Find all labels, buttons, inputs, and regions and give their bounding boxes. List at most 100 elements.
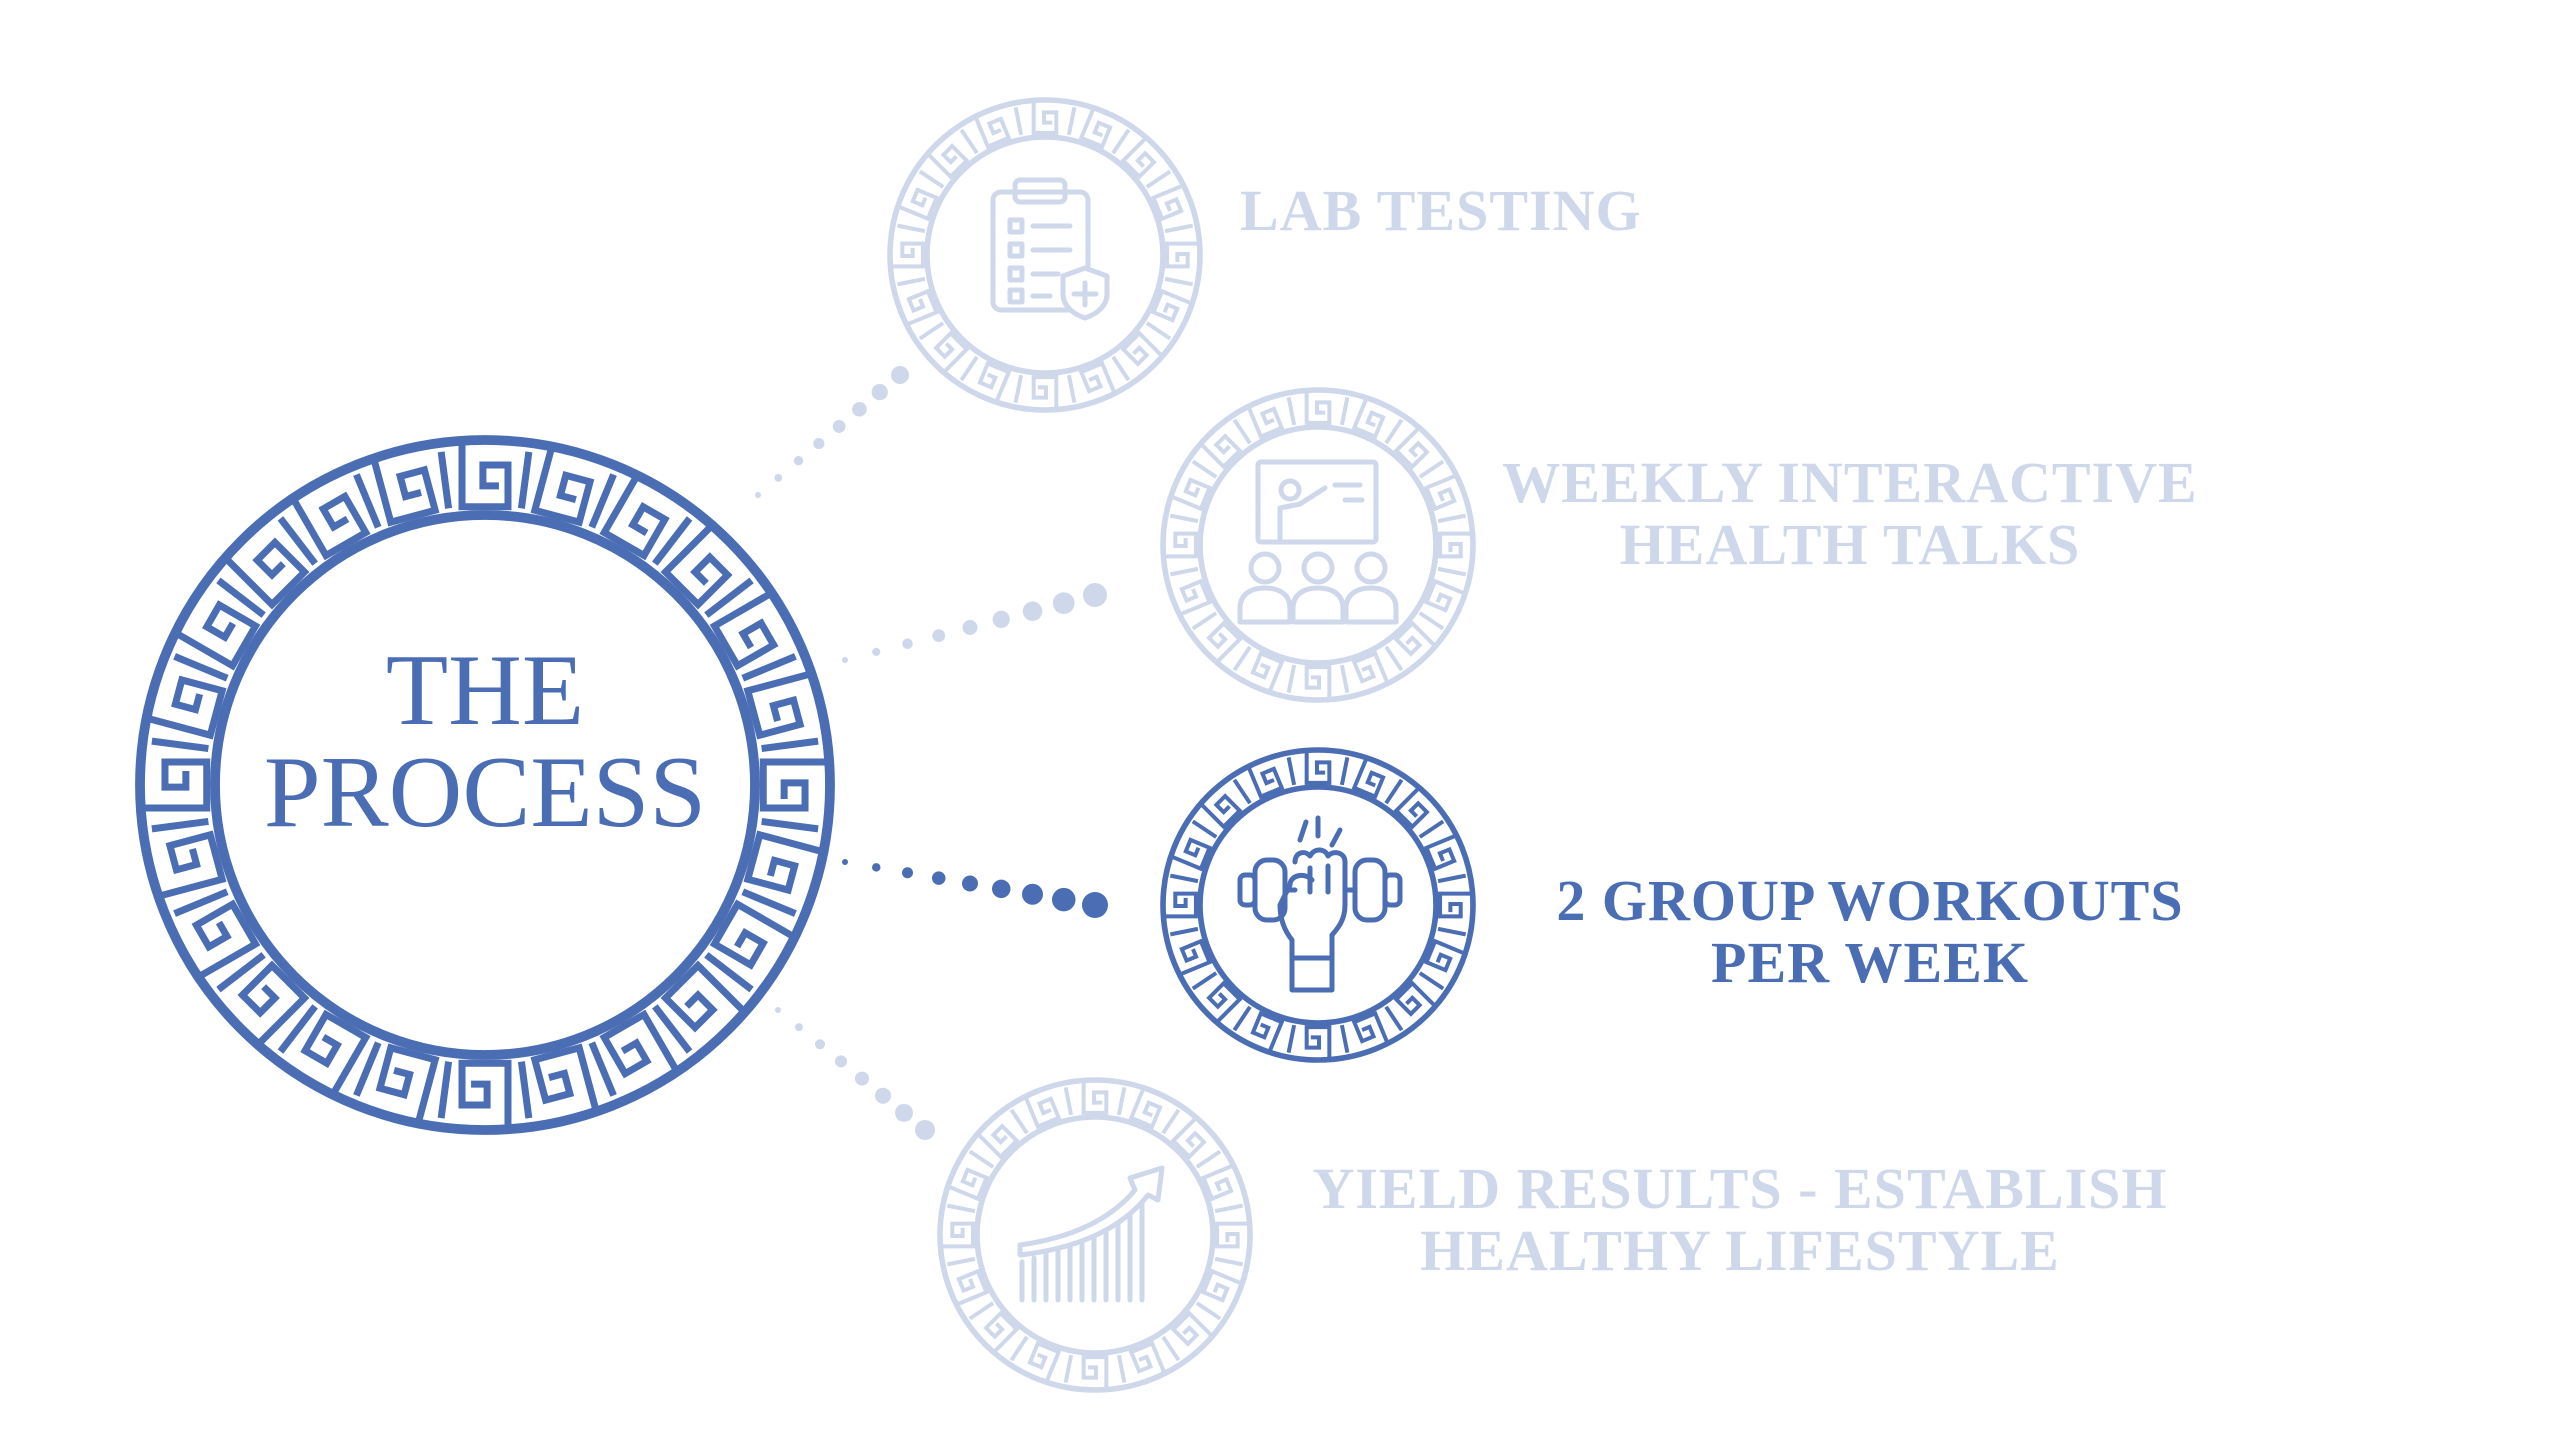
step-lab-testing-label: LAB TESTING (1240, 180, 1642, 242)
meander-separator (1191, 459, 1218, 479)
meander-separator (704, 952, 754, 993)
meander-tile (154, 835, 222, 895)
meander-separator (1161, 1108, 1181, 1135)
meander-separator (1145, 169, 1172, 189)
meander-separator (1437, 513, 1467, 524)
ring-inner-border (974, 1114, 1216, 1356)
connector-dot (775, 1007, 781, 1013)
meander-tile (376, 454, 436, 522)
connector-dot (962, 620, 978, 635)
meander-separator (588, 473, 617, 529)
connector-dots-lab-testing (755, 366, 909, 498)
connector-dot (755, 492, 761, 498)
meander-separator (437, 451, 453, 509)
meander-separator (1111, 355, 1131, 382)
connector-dot (932, 629, 946, 642)
step-label-line: HEALTHY LIFESTYLE (1420, 1218, 2060, 1283)
meander-separator (1437, 566, 1467, 577)
step-label-line: 2 GROUP WORKOUTS (1556, 868, 2184, 933)
connector-dot (932, 871, 946, 885)
meander-tile (154, 676, 222, 736)
meander-separator (1339, 756, 1350, 786)
center-meander-ring (135, 435, 835, 1135)
step-label-line: YIELD RESULTS - ESTABLISH (1312, 1156, 2168, 1221)
connector-dot (842, 859, 848, 865)
connector-dot (891, 366, 909, 384)
connector-dot (915, 1120, 935, 1140)
ring-outer-border (887, 97, 1203, 413)
connector-dot (835, 1055, 847, 1068)
group-workouts-meander-ring (1160, 747, 1476, 1063)
meander-separator (277, 516, 318, 566)
meander-separator (1164, 276, 1194, 287)
connector-dot (872, 647, 881, 656)
connector-dots-group-workouts (842, 859, 1108, 918)
lab-testing-meander-ring (887, 97, 1203, 413)
meander-separator (761, 737, 819, 753)
meander-separator (1437, 873, 1467, 884)
connector-dot (815, 1039, 825, 1050)
meander-separator (1286, 756, 1297, 786)
ring-inner-border (1197, 784, 1439, 1026)
step-health-talks-label: WEEKLY INTERACTIVE HEALTH TALKS (1470, 452, 2230, 576)
meander-separator (1418, 819, 1445, 839)
meander-tile (1304, 665, 1332, 698)
connector-dot (902, 867, 913, 879)
meander-tile (748, 676, 816, 736)
meander-separator (1214, 1203, 1244, 1214)
connector-dot (872, 863, 881, 872)
meander-tile (1031, 375, 1059, 408)
meander-separator (1164, 223, 1194, 234)
meander-separator (918, 321, 945, 341)
meander-separator (1191, 611, 1218, 631)
connector-dot (855, 1071, 869, 1086)
connector-dot (992, 879, 1011, 899)
meander-tile (148, 762, 207, 808)
meander-separator (1195, 1301, 1222, 1321)
meander-separator (1169, 926, 1199, 937)
meander-separator (1111, 128, 1131, 155)
presentation-audience-icon (1237, 459, 1399, 625)
meander-tile (892, 241, 925, 269)
meander-separator (946, 1256, 976, 1267)
meander-separator (1232, 418, 1252, 445)
meander-separator (1418, 459, 1445, 479)
meander-tile (1165, 241, 1198, 269)
connector-dot (871, 384, 888, 401)
connector-dot (1022, 883, 1043, 905)
meander-separator (896, 276, 926, 287)
meander-tile (376, 1048, 436, 1116)
meander-separator (277, 1004, 318, 1054)
meander-tile (462, 1063, 508, 1122)
connector-dot (895, 1103, 913, 1122)
meander-separator (1384, 1005, 1404, 1032)
connector-dot (842, 657, 848, 663)
meander-separator (1232, 778, 1252, 805)
meander-separator (173, 653, 229, 682)
clipboard-shield-icon (990, 177, 1110, 321)
meander-separator (946, 1203, 976, 1214)
meander-separator (1169, 513, 1199, 524)
meander-separator (1339, 664, 1350, 694)
meander-tile (1081, 1355, 1109, 1388)
meander-separator (1066, 374, 1077, 404)
meander-separator (918, 169, 945, 189)
meander-separator (652, 1004, 693, 1054)
meander-separator (1063, 1354, 1074, 1384)
meander-separator (1116, 1354, 1127, 1384)
meander-separator (1286, 396, 1297, 426)
meander-separator (1161, 1335, 1181, 1362)
meander-separator (1169, 566, 1199, 577)
meander-separator (741, 888, 797, 917)
meander-tile (535, 454, 595, 522)
meander-separator (151, 737, 209, 753)
center-title: THE PROCESS (230, 640, 740, 844)
meander-tile (1165, 891, 1198, 919)
meander-tile (1438, 531, 1471, 559)
meander-separator (761, 817, 819, 833)
connector-dot (774, 474, 783, 482)
health-talks-meander-ring (1160, 387, 1476, 703)
meander-tile (1304, 1025, 1332, 1058)
meander-separator (588, 1041, 617, 1097)
